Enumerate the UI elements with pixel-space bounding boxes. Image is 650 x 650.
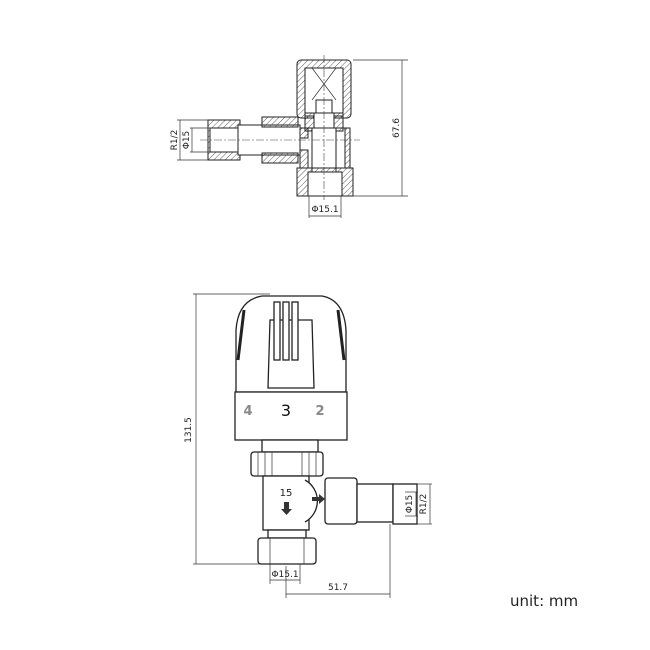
bottom-nut	[257, 537, 317, 565]
front-view: 4 3 2 15 131.5 Φ15.1 51.7	[184, 293, 432, 598]
dial-number-3: 3	[281, 401, 291, 420]
temperature-dial[interactable]	[234, 391, 348, 441]
side-thread	[392, 483, 418, 525]
offset-label: 51.7	[328, 583, 348, 593]
thread-label: R1/2	[170, 130, 180, 151]
flow-right-arrow-icon	[312, 494, 325, 504]
outlet-diameter-label: Φ15.1	[271, 570, 298, 580]
dial-number-2: 2	[315, 404, 324, 419]
flow-down-arrow-icon	[281, 502, 292, 515]
unit-label: unit: mm	[510, 592, 578, 610]
pipe-diameter-label: Φ15	[405, 495, 415, 514]
section-view: 67.6 R1/2 Φ15 Φ15.1	[170, 55, 408, 218]
dial-number-4: 4	[243, 404, 252, 419]
total-height-label: 131.5	[184, 417, 194, 443]
outlet-diameter-label: Φ15.1	[311, 205, 338, 215]
flow-label: 15	[280, 488, 293, 499]
pipe-diameter-label: Φ15	[182, 131, 192, 150]
thread-label: R1/2	[419, 494, 429, 515]
knurled-nut	[250, 451, 324, 477]
height-label: 67.6	[392, 118, 402, 138]
side-union-nut	[324, 477, 358, 525]
